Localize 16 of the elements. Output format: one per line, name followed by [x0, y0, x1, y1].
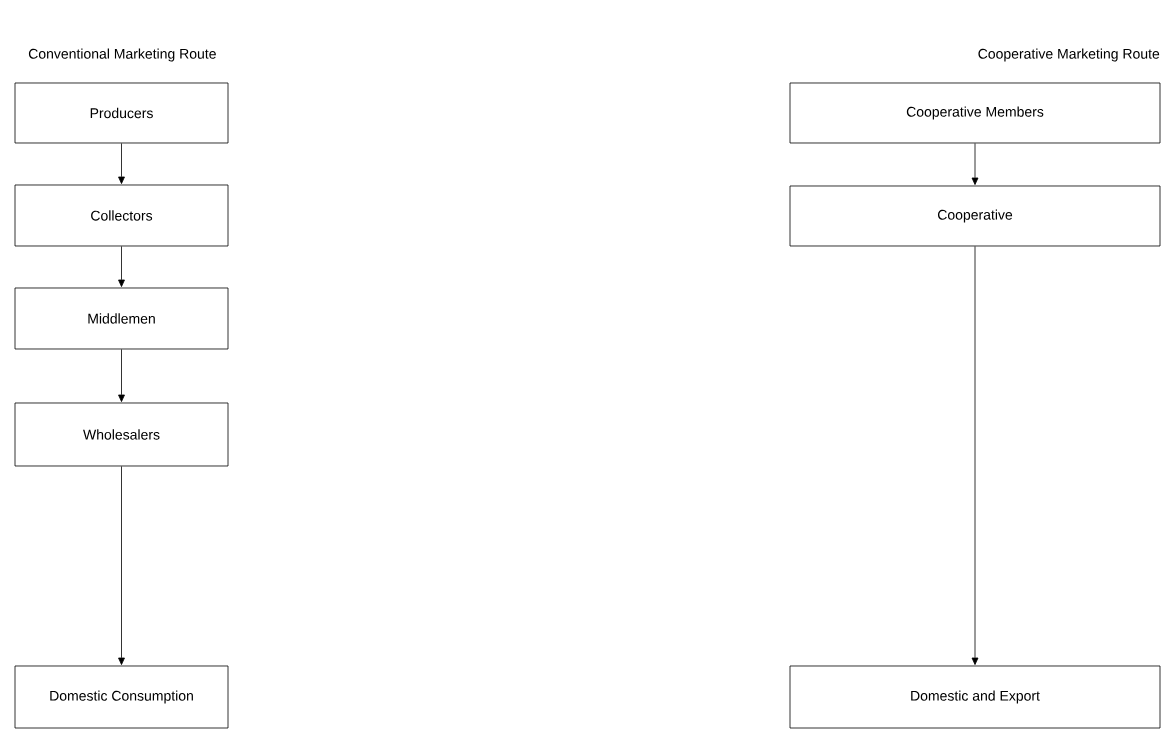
heading: Cooperative Marketing Route	[978, 48, 1160, 62]
process-box: Wholesalers	[14, 402, 229, 467]
arrow	[118, 246, 125, 287]
process-box: Collectors	[14, 184, 229, 247]
process-box: Domestic Consumption	[14, 665, 229, 729]
heading: Conventional Marketing Route	[28, 48, 216, 62]
arrow	[971, 143, 979, 185]
process-box: Cooperative Members	[789, 82, 1161, 144]
arrow	[971, 246, 979, 665]
process-box: Domestic and Export	[789, 665, 1161, 729]
arrow	[118, 466, 125, 665]
arrow	[118, 143, 125, 184]
process-box: Producers	[14, 82, 229, 144]
arrow	[118, 349, 125, 402]
process-box: Cooperative	[789, 185, 1161, 247]
process-box: Middlemen	[14, 287, 229, 350]
